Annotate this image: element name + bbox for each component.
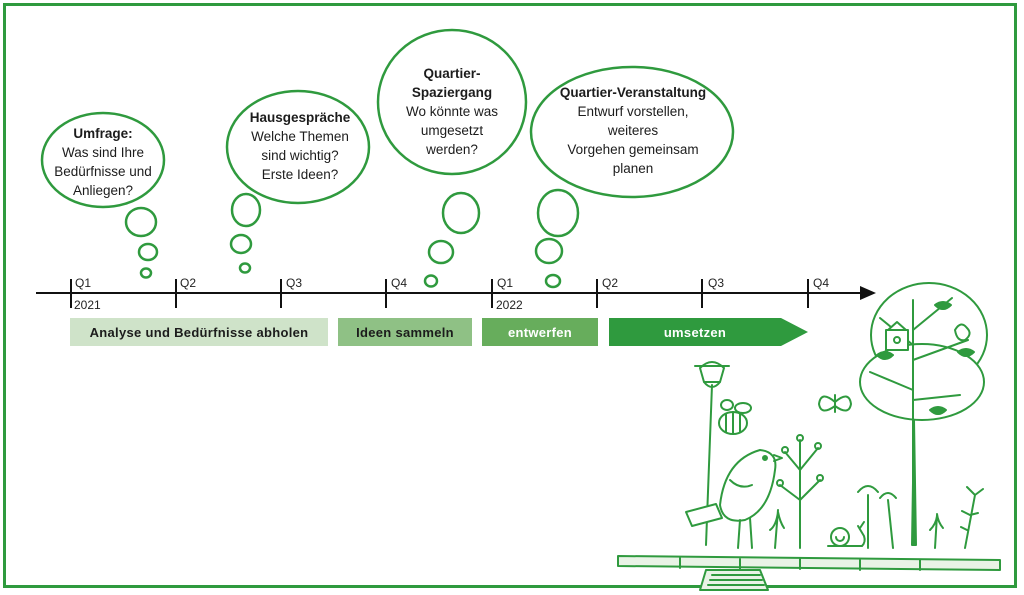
bubble-line: Vorgehen gemeinsam [567, 142, 699, 157]
phase-label: Ideen sammeln [356, 324, 454, 340]
bubble-line: planen [612, 161, 654, 176]
bubble-tail-3b [427, 239, 455, 265]
bubble-tail-3c [423, 274, 439, 288]
bubble-line: umgesetzt [420, 123, 484, 138]
bubble-title: Umfrage: [73, 126, 133, 141]
bubble-tail-1b [137, 242, 159, 262]
bubble-line: Entwurf vorstellen, [577, 104, 689, 119]
bubble-line: Anliegen? [72, 183, 134, 198]
quarter-label: Q2 [180, 276, 197, 290]
phase-label: entwerfen [507, 324, 573, 340]
bubble-tail-1c [139, 267, 153, 279]
quarter-label: Q1 [497, 276, 514, 290]
green-frame [3, 3, 1017, 588]
axis-arrowhead [860, 286, 876, 300]
bubble-text-hausgespraeche: Hausgespräche Welche Themen sind wichtig… [234, 108, 366, 184]
flower-icon [769, 434, 984, 549]
bubble-line: Welche Themen [251, 129, 349, 144]
quarter-label: Q3 [708, 276, 725, 290]
quarter-label: Q4 [391, 276, 408, 290]
butterfly-icon [818, 394, 852, 413]
bubble-line: werden? [426, 142, 478, 157]
bubble-tail-3a [441, 191, 481, 235]
bubble-tail-2c [238, 262, 252, 274]
bubble-title: Quartier- [423, 66, 481, 81]
bubble-title: Spaziergang [411, 85, 493, 100]
quarter-label: Q2 [602, 276, 619, 290]
quarter-label: Q4 [813, 276, 830, 290]
quarter-label: Q3 [286, 276, 303, 290]
bubble-spaziergang [376, 28, 528, 176]
bubble-tail-4c [544, 273, 562, 289]
phase-analyse: Analyse und Bedürfnisse abholen [70, 318, 328, 346]
phase-entwerfen: entwerfen [482, 318, 598, 346]
quarter-label: Q1 [75, 276, 92, 290]
bubble-text-spaziergang: Quartier- Spaziergang Wo könnte was umge… [382, 64, 522, 159]
bubble-line: Wo könnte was [405, 104, 499, 119]
bubble-tail-4b [534, 237, 564, 265]
year-label-2022: 2022 [496, 298, 523, 312]
bubble-tail-2b [229, 233, 253, 255]
bench-icon [617, 555, 1001, 591]
phase-umsetzen-shape [609, 318, 808, 346]
bubble-line: Bedürfnisse und [54, 164, 152, 179]
bird-icon [685, 449, 783, 549]
phase-ideen-sammeln: Ideen sammeln [338, 318, 472, 346]
bubble-line: sind wichtig? [261, 148, 339, 163]
street-lamp-icon [694, 361, 730, 546]
phase-umsetzen: umsetzen [609, 318, 781, 346]
bubble-tail-2a [230, 192, 262, 228]
bee-icon [718, 399, 752, 435]
bubble-title: Hausgespräche [249, 110, 351, 125]
bubble-line: weiteres [607, 123, 659, 138]
bubble-title: Quartier-Veranstaltung [559, 85, 707, 100]
bubble-umfrage [40, 111, 166, 209]
bubble-tail-1a [124, 206, 158, 238]
bubble-line: Erste Ideen? [261, 167, 339, 182]
bubble-veranstaltung [529, 65, 735, 199]
bubble-text-veranstaltung: Quartier-Veranstaltung Entwurf vorstelle… [538, 83, 728, 178]
tree-icon [859, 282, 988, 546]
bubble-text-umfrage: Umfrage: Was sind Ihre Bedürfnisse und A… [42, 124, 164, 200]
thought-bubbles [40, 28, 735, 289]
bubble-line: Was sind Ihre [61, 145, 145, 160]
bubble-hausgespraeche [225, 89, 371, 205]
phase-label: umsetzen [663, 324, 727, 340]
phase-label: Analyse und Bedürfnisse abholen [89, 324, 309, 340]
year-label-2021: 2021 [74, 298, 101, 312]
garden-illustration [617, 282, 1001, 591]
bubble-tail-4a [536, 188, 580, 238]
timeline-axis [36, 279, 862, 308]
snail-icon [827, 521, 866, 547]
